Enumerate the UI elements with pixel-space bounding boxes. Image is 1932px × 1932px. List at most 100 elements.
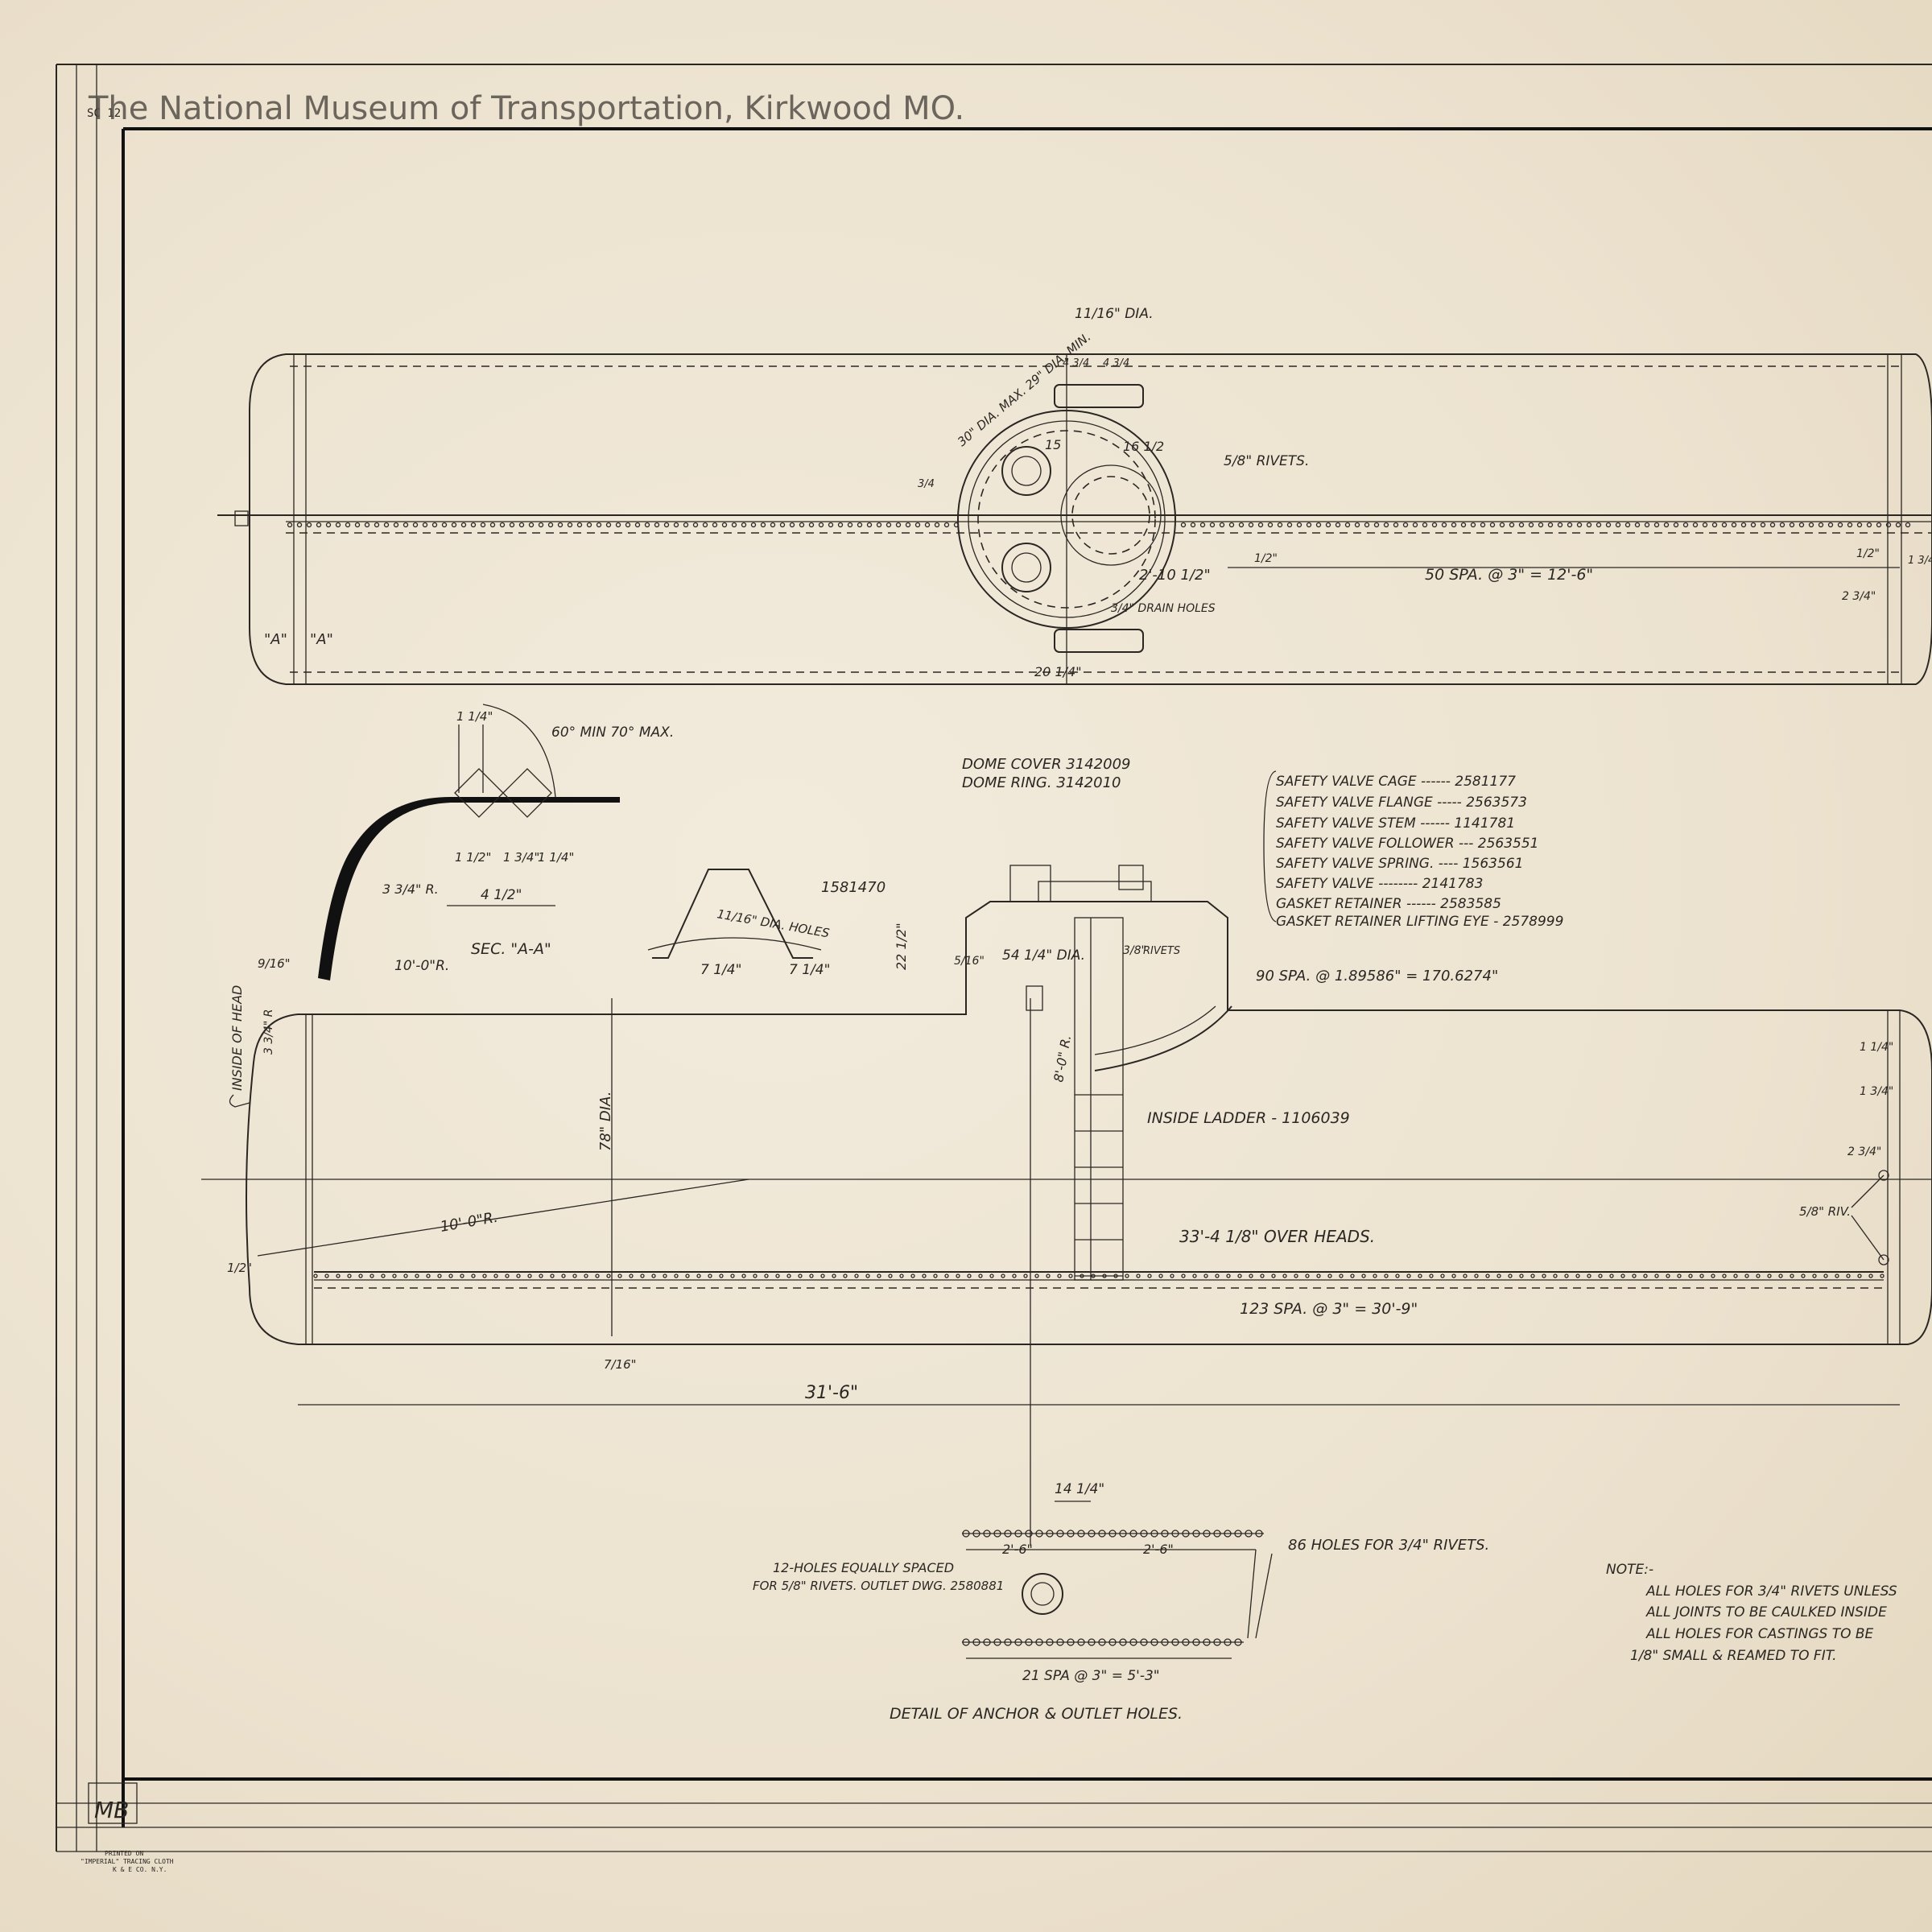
rivet-icon (1267, 522, 1274, 528)
rivet-icon (1547, 522, 1554, 528)
rivet-icon (741, 1274, 746, 1278)
rivet-icon (1245, 1530, 1253, 1538)
rivet-icon (876, 522, 882, 528)
rivet-icon (753, 1274, 758, 1278)
rivet-icon (1150, 1638, 1158, 1646)
side-dim-2-3-4: 2 3/4" (1847, 1146, 1881, 1158)
notes-block: NOTE:- ALL HOLES FOR 3/4" RIVETS UNLESS … (1606, 1562, 1897, 1664)
rivet-icon (1108, 1638, 1117, 1646)
initials-box (88, 1782, 138, 1824)
top-view: 11/16" DIA. 30" DIA. MAX. 29" DIA. MIN. … (217, 306, 1932, 685)
rivet-icon (316, 522, 322, 528)
rivet-icon (1140, 1638, 1148, 1646)
rivet-icon (1102, 1274, 1107, 1278)
rivet-icon (1182, 1530, 1190, 1538)
notes-heading: NOTE:- (1606, 1562, 1653, 1578)
rivet-icon (989, 1274, 994, 1278)
rivet-icon (383, 522, 390, 528)
rivet-icon (1335, 522, 1341, 528)
rivet-icon (847, 522, 853, 528)
rivet-icon (470, 522, 477, 528)
rivet-icon (1224, 1530, 1232, 1538)
rivet-icon (854, 1274, 859, 1278)
rivet-icon (1518, 522, 1525, 528)
rivet-icon (1823, 1274, 1828, 1278)
rivet-icon (1847, 522, 1853, 528)
rivet-icon (1643, 1274, 1648, 1278)
rivet-icon (364, 522, 370, 528)
side-inside-of-head: INSIDE OF HEAD (229, 985, 245, 1091)
rivet-icon (325, 522, 332, 528)
rivet-icon (1530, 1274, 1535, 1278)
notes-line: ALL HOLES FOR CASTINGS TO BE (1645, 1626, 1874, 1642)
rivet-icon (431, 522, 438, 528)
rivet-icon (1046, 1274, 1051, 1278)
notes-line: ALL JOINTS TO BE CAULKED INSIDE (1645, 1604, 1887, 1620)
rivet-icon (1067, 1530, 1075, 1538)
rivet-icon (818, 522, 824, 528)
rivet-icon (832, 1274, 836, 1278)
sec-dim-1-3-4: 1 3/4" (503, 850, 539, 865)
sec-angle: 60° MIN 70° MAX. (551, 724, 674, 741)
printer-mark-line: "IMPERIAL" TRACING CLOTH (80, 1858, 174, 1865)
rivet-icon (313, 1274, 318, 1278)
rivet-icon (1383, 522, 1389, 528)
rivet-icon (775, 1274, 780, 1278)
rivet-icon (1856, 522, 1863, 528)
rivet-icon (451, 522, 457, 528)
top-dim-half-a: 1/2" (1254, 552, 1278, 565)
notes-line: ALL HOLES FOR 3/4" RIVETS UNLESS (1645, 1583, 1897, 1600)
rivet-icon (1857, 1274, 1862, 1278)
rivet-icon (1182, 1638, 1190, 1646)
rivet-icon (1315, 522, 1322, 528)
parts-list-item: SAFETY VALVE SPRING. ---- 1563561 (1276, 856, 1523, 872)
top-spacing: 50 SPA. @ 3" = 12'-6" (1425, 566, 1593, 584)
rivet-icon (1296, 522, 1302, 528)
rivet-icon (1576, 522, 1583, 528)
rivet-icon (1249, 1274, 1253, 1278)
parts-list-item: SAFETY VALVE FLANGE ----- 2563573 (1276, 795, 1527, 811)
rivet-icon (1496, 1274, 1501, 1278)
rivet-icon (1209, 522, 1216, 528)
rivet-icon (1480, 522, 1486, 528)
rivet-icon (983, 1530, 991, 1538)
rivet-row-side (313, 1274, 1885, 1278)
side-spacing-123: 123 SPA. @ 3" = 30'-9" (1240, 1300, 1418, 1318)
rivet-icon (1673, 522, 1679, 528)
rivet-icon (426, 1274, 431, 1278)
rivet-icon (1528, 522, 1534, 528)
rivet-icon (910, 1274, 915, 1278)
rivet-icon (857, 522, 863, 528)
side-dim-5-16: 5/16" (954, 955, 985, 968)
rivet-icon (1451, 522, 1457, 528)
rivet-icon (1226, 1274, 1231, 1278)
rivet-icon (1470, 522, 1476, 528)
rivet-icon (437, 1274, 442, 1278)
rivet-icon (460, 1274, 464, 1278)
rivet-icon (866, 522, 873, 528)
rivet-icon (1150, 1530, 1158, 1538)
rivet-icon (972, 1530, 980, 1538)
rivet-icon (922, 1274, 927, 1278)
rivet-icon (1014, 1530, 1022, 1538)
rivet-icon (1305, 1274, 1310, 1278)
rivet-icon (760, 522, 766, 528)
side-dim-7a: 7 1/4" (700, 962, 741, 978)
top-dim-3-4: 3/4 (918, 478, 935, 490)
rivet-icon (505, 1274, 510, 1278)
rivet-icon (1237, 1274, 1242, 1278)
rivet-icon (843, 1274, 848, 1278)
parts-list-item: GASKET RETAINER LIFTING EYE - 2578999 (1276, 914, 1563, 930)
rivet-icon (1699, 1274, 1704, 1278)
rivet-icon (1769, 522, 1776, 528)
side-radius-8: 8'-0" R. (1051, 1034, 1074, 1084)
side-dim-78: 78" DIA. (597, 1092, 614, 1151)
side-dia-holes: 11/16" DIA. HOLES (716, 906, 831, 940)
rivet-icon (1255, 1530, 1263, 1538)
rivet-icon (1373, 1274, 1377, 1278)
side-dim-7b: 7 1/4" (789, 962, 830, 978)
rivet-icon (1702, 522, 1708, 528)
rivet-icon (886, 522, 892, 528)
rivet-icon (1080, 1274, 1084, 1278)
rivet-icon (1441, 522, 1447, 528)
